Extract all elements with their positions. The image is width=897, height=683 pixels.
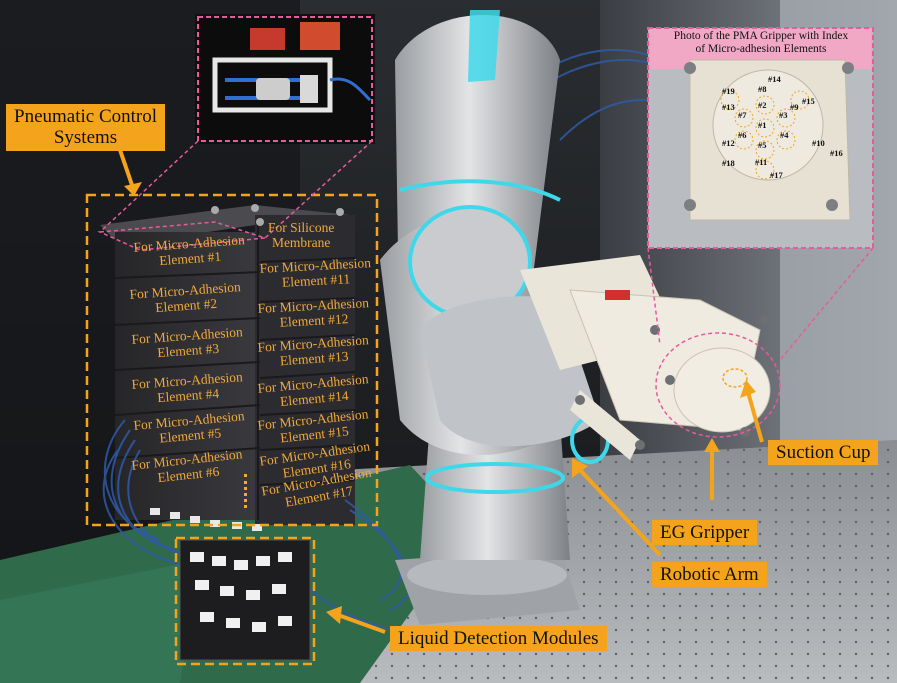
tubing: [102, 49, 691, 634]
element-index-17: #17: [770, 170, 783, 180]
callout-eg-gripper: EG Gripper: [652, 520, 758, 546]
module-label-line1: For Silicone: [268, 220, 335, 235]
element-index-13: #13: [722, 102, 735, 112]
gripper-face-inset: [647, 27, 874, 249]
element-index-15: #15: [802, 96, 815, 106]
gripper-assembly: [520, 255, 771, 460]
element-index-1: #1: [758, 120, 767, 130]
module-label-element-12: For Micro-Adhesion Element #12: [257, 295, 370, 331]
element-index-8: #8: [758, 84, 767, 94]
element-index-6: #6: [738, 130, 747, 140]
pneumatic-inset: [195, 14, 375, 144]
element-index-19: #19: [722, 86, 735, 96]
inset-title-line1: Photo of the PMA Gripper with Index: [673, 30, 849, 42]
element-index-3: #3: [779, 110, 788, 120]
element-index-5: #5: [758, 140, 767, 150]
module-label-silicone-membrane: For Silicone Membrane: [268, 220, 334, 250]
callout-liquid-detection-modules: Liquid Detection Modules: [390, 626, 607, 652]
liquid-detection-cube: [179, 539, 311, 661]
inset-leaders: [99, 140, 874, 361]
callout-pneumatic-control-systems: Pneumatic Control Systems: [6, 104, 166, 151]
element-index-4: #4: [780, 130, 789, 140]
element-index-11: #11: [755, 157, 768, 167]
callout-suction-cup: Suction Cup: [768, 440, 879, 466]
element-index-2: #2: [758, 100, 767, 110]
element-index-7: #7: [738, 110, 747, 120]
inset-title: Photo of the PMA Gripper with Index of M…: [652, 30, 870, 56]
pneumatic-stack: [100, 204, 356, 525]
callout-line2: Systems: [53, 127, 118, 149]
element-index-14: #14: [768, 74, 781, 84]
element-index-10: #10: [812, 138, 825, 148]
element-index-9: #9: [790, 102, 799, 112]
element-index-16: #16: [830, 148, 843, 158]
ellipsis-left: [244, 474, 251, 508]
module-label-element-11: For Micro-Adhesion Element #11: [259, 255, 372, 291]
element-index-12: #12: [722, 138, 735, 148]
module-label-line2: Membrane: [271, 235, 331, 251]
inset-title-line2: of Micro-adhesion Elements: [695, 43, 827, 56]
element-index-18: #18: [722, 158, 735, 168]
callout-robotic-arm: Robotic Arm: [652, 562, 767, 588]
callout-line1: Pneumatic Control: [14, 106, 158, 127]
highlight-boxes: [85, 193, 781, 666]
callout-arrows: [118, 149, 764, 634]
